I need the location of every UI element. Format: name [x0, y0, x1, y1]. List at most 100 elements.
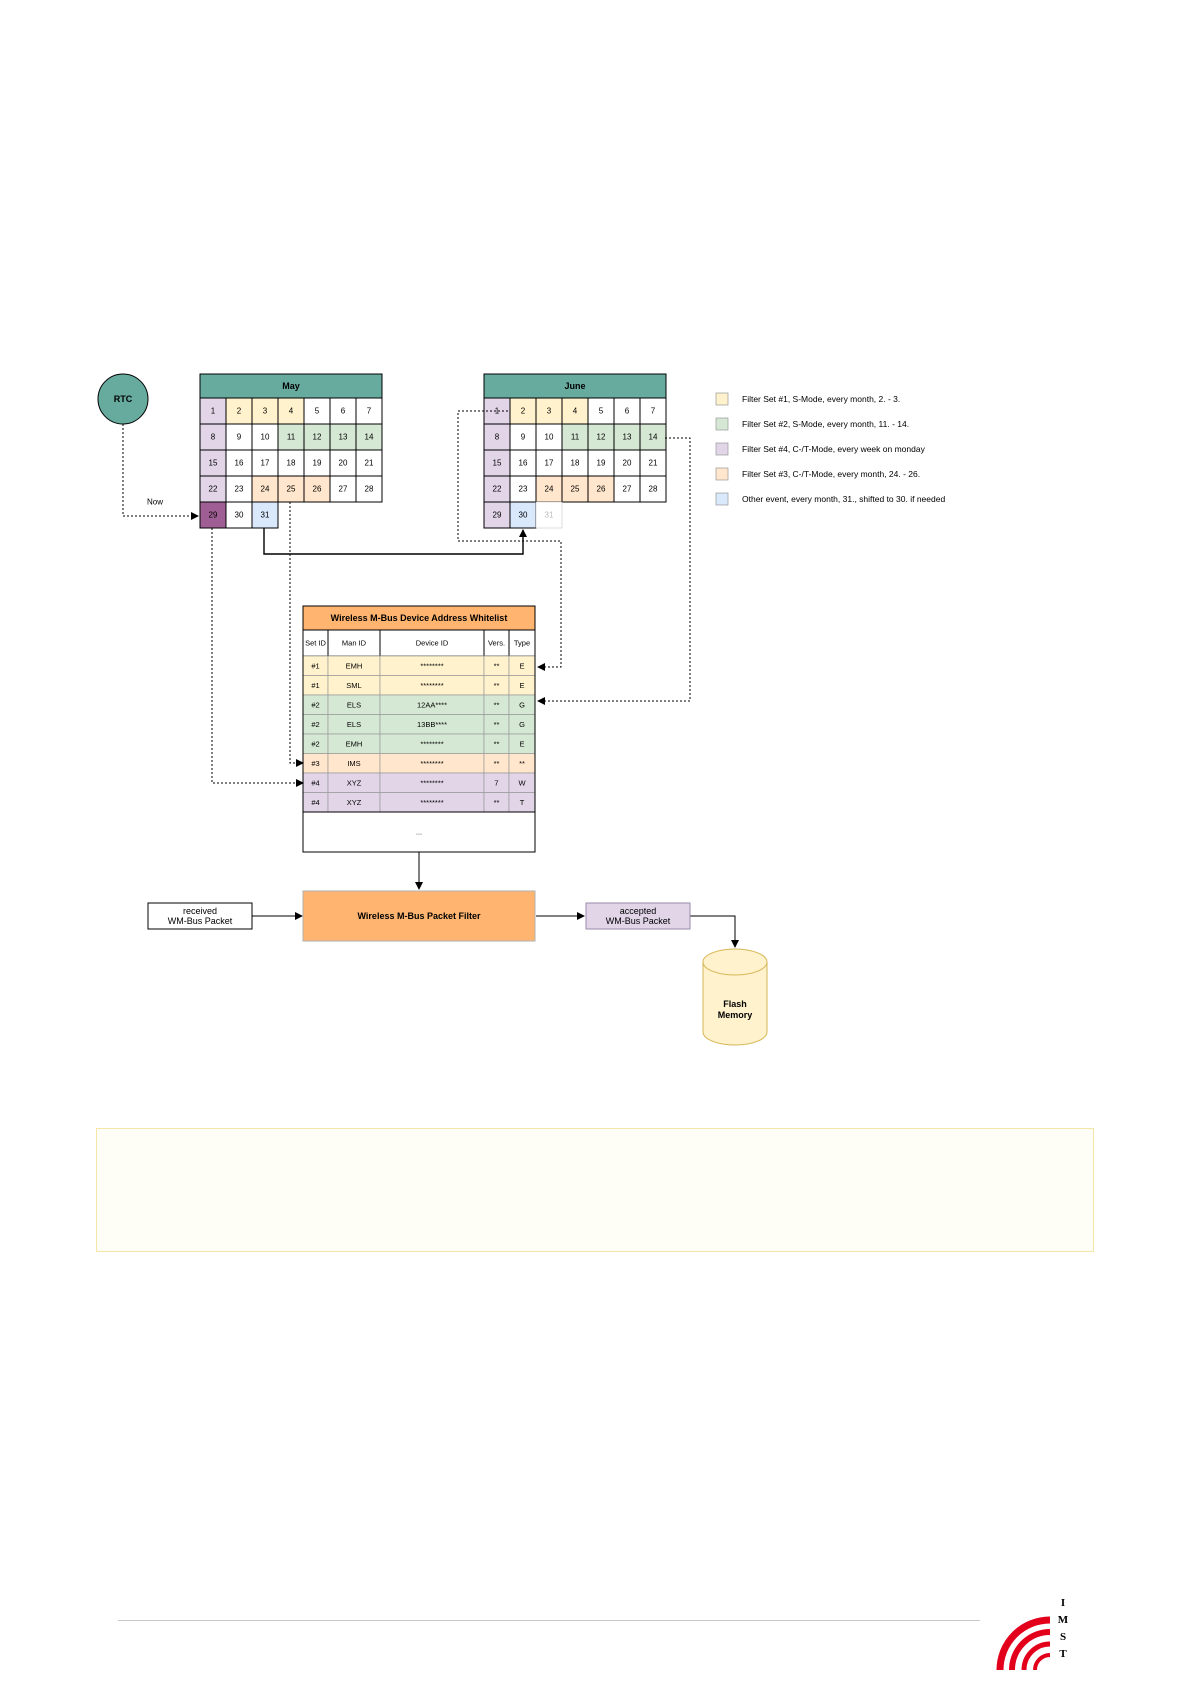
- packet-filter-box: Wireless M-Bus Packet Filter: [302, 890, 536, 942]
- may-day-number: 31: [261, 511, 270, 520]
- june-day-cell: [613, 449, 641, 477]
- may-day-number: 18: [287, 459, 296, 468]
- may-day-number: 7: [367, 407, 372, 416]
- legend: Filter Set #1, S-Mode, every month, 2. -…: [715, 392, 945, 506]
- may-day-number: 4: [289, 407, 294, 416]
- whitelist-cell-value: ********: [420, 681, 443, 690]
- whitelist-title: Wireless M-Bus Device Address Whitelist: [331, 613, 508, 623]
- june-day-number: 28: [649, 485, 658, 494]
- june-day-number: 30: [519, 511, 528, 520]
- may-day-number: 12: [313, 433, 322, 442]
- whitelist-cell-value: **: [494, 798, 500, 807]
- whitelist-cell-value: #2: [311, 700, 319, 709]
- connectors: [122, 410, 739, 948]
- june-day-number: 6: [625, 407, 630, 416]
- may-day-number: 11: [287, 433, 296, 442]
- june-day-cell: [639, 449, 667, 477]
- june-day-number: 27: [623, 485, 632, 494]
- flash-memory-cylinder: Flash Memory: [702, 948, 768, 1046]
- whitelist-column-header: Man ID: [342, 639, 367, 648]
- whitelist-cell-value: EMH: [346, 661, 363, 670]
- june-day-number: 19: [597, 459, 606, 468]
- whitelist-cell-value: ********: [420, 798, 443, 807]
- may-day-cell: [225, 449, 253, 477]
- whitelist-cell-value: 7: [494, 778, 498, 787]
- june-day-number: 26: [597, 485, 606, 494]
- whitelist-cell-value: ********: [420, 759, 443, 768]
- whitelist-cell-value: E: [519, 661, 524, 670]
- may-day-number: 24: [261, 485, 270, 494]
- whitelist-cell-value: IMS: [347, 759, 360, 768]
- whitelist-cell-value: E: [519, 681, 524, 690]
- flash-line2: Memory: [718, 1010, 753, 1020]
- may-day-number: 14: [365, 433, 374, 442]
- may-day-number: 15: [209, 459, 218, 468]
- june-day-number: 11: [571, 433, 580, 442]
- may-day-number: 19: [313, 459, 322, 468]
- may-day-cell: [225, 501, 253, 529]
- may-day-cell: [355, 475, 383, 503]
- may-day-number: 27: [339, 485, 348, 494]
- received-line2: WM-Bus Packet: [168, 916, 233, 926]
- may-day-number: 25: [287, 485, 296, 494]
- connector-may29-set4: [211, 528, 304, 787]
- june-day-number: 21: [649, 459, 658, 468]
- june-day-cell: [535, 501, 563, 529]
- june-day-number: 5: [599, 407, 604, 416]
- connector-june1-loop: [457, 410, 562, 671]
- whitelist-cell-value: **: [494, 661, 500, 670]
- may-day-cell: [199, 449, 227, 477]
- may-day-number: 9: [237, 433, 242, 442]
- whitelist-cell-value: #1: [311, 661, 319, 670]
- whitelist-title-bar: [302, 605, 536, 631]
- legend-swatch: [715, 417, 729, 431]
- whitelist-column-header: Type: [514, 639, 530, 648]
- whitelist-table: Wireless M-Bus Device Address WhitelistS…: [302, 605, 536, 853]
- connector-accepted-flash: [690, 915, 739, 948]
- whitelist-cell-value: W: [518, 778, 526, 787]
- may-day-number: 22: [209, 485, 218, 494]
- may-title: May: [282, 381, 300, 391]
- accepted-line2: WM-Bus Packet: [606, 916, 671, 926]
- may-day-number: 26: [313, 485, 322, 494]
- whitelist-cell-value: ********: [420, 661, 443, 670]
- logo-letter-m: M: [1058, 1614, 1069, 1626]
- june-day-cell: [483, 449, 511, 477]
- may-day-number: 20: [339, 459, 348, 468]
- may-day-cell: [251, 449, 279, 477]
- may-day-cell: [277, 449, 305, 477]
- legend-label: Filter Set #3, C-/T-Mode, every month, 2…: [742, 469, 920, 479]
- rtc-node: RTC: [97, 373, 149, 425]
- whitelist-column-header: Set ID: [305, 639, 326, 648]
- june-day-number: 1: [495, 407, 500, 416]
- june-day-cell: [639, 423, 667, 451]
- june-day-number: 29: [493, 511, 502, 520]
- may-day-number: 29: [209, 511, 218, 520]
- may-day-number: 5: [315, 407, 320, 416]
- whitelist-header-cell: [483, 629, 510, 657]
- may-day-cell: [251, 475, 279, 503]
- whitelist-cell-value: EMH: [346, 739, 363, 748]
- june-day-number: 22: [493, 485, 502, 494]
- connector-rtc-now: [122, 424, 199, 520]
- whitelist-ellipsis: ...: [416, 828, 422, 837]
- connector-june14-set2: [537, 437, 691, 705]
- may-day-cell: [225, 397, 253, 425]
- logo-letter-s: S: [1060, 1631, 1066, 1643]
- whitelist-cell-value: #4: [311, 778, 319, 787]
- footer-divider: [118, 1620, 980, 1621]
- may-day-number: 23: [235, 485, 244, 494]
- legend-swatch: [715, 492, 729, 506]
- legend-label: Other event, every month, 31., shifted t…: [742, 494, 945, 504]
- whitelist-cell-value: XYZ: [347, 778, 362, 787]
- june-day-number: 14: [649, 433, 658, 442]
- whitelist-cell-value: G: [519, 700, 525, 709]
- may-day-cell: [199, 397, 227, 425]
- received-line1: received: [183, 906, 217, 916]
- may-day-number: 28: [365, 485, 374, 494]
- whitelist-cell-value: #1: [311, 681, 319, 690]
- whitelist-cell-value: 12AA****: [417, 700, 447, 709]
- legend-swatch: [715, 392, 729, 406]
